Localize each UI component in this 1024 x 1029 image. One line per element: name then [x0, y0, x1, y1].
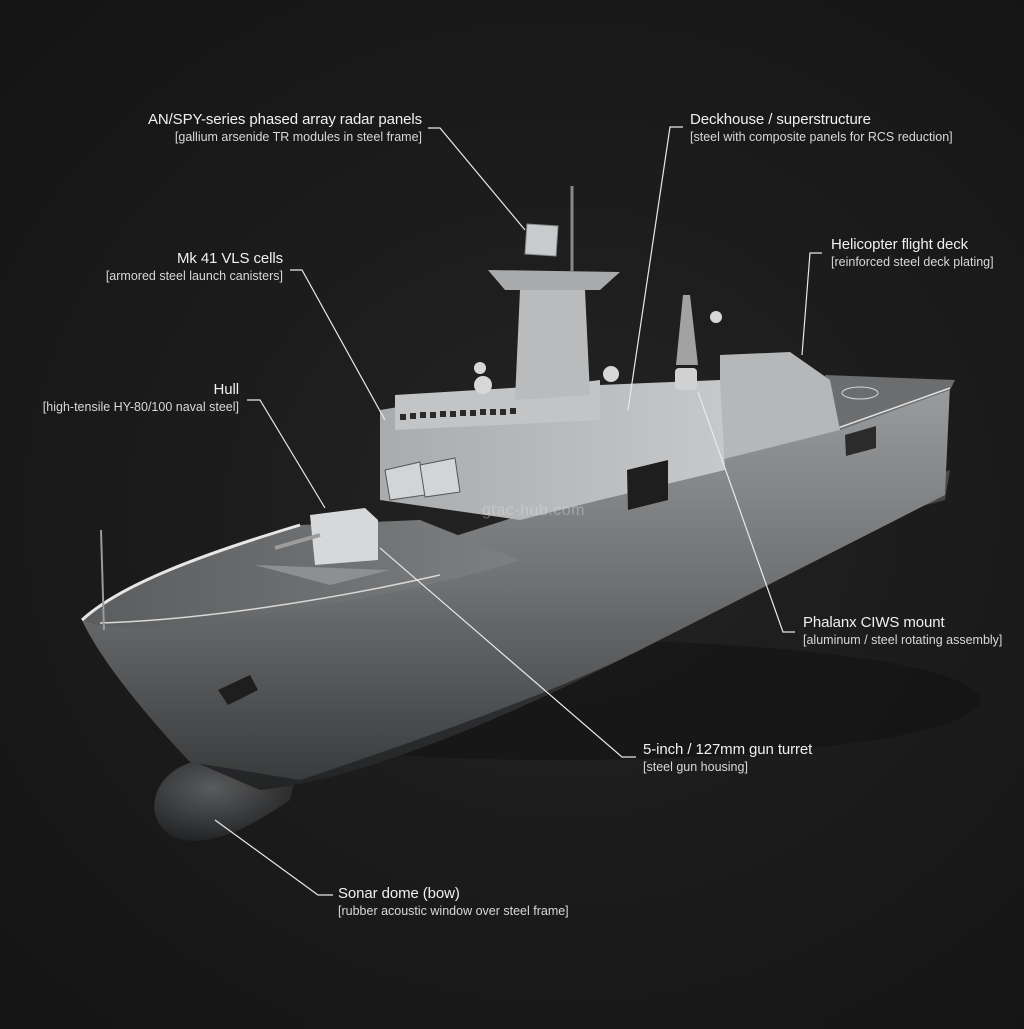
radome-group [474, 311, 722, 394]
callout-radar: AN/SPY-series phased array radar panels … [148, 111, 422, 145]
callout-title: Sonar dome (bow) [338, 885, 460, 902]
leader-sonar [214, 819, 333, 896]
hull-side [82, 385, 950, 780]
callout-gun: 5-inch / 127mm gun turret [steel gun hou… [643, 741, 812, 775]
callout-material: [steel gun housing] [643, 760, 748, 775]
callout-material: [rubber acoustic window over steel frame… [338, 904, 569, 919]
leader-deckhouse [627, 126, 683, 411]
aft-mast [676, 295, 698, 365]
boat-bay-opening [627, 460, 668, 510]
callout-title: 5-inch / 127mm gun turret [643, 741, 813, 758]
callout-title: Phalanx CIWS mount [803, 614, 945, 631]
bow-jackstaff [100, 529, 105, 631]
hangar [720, 352, 840, 460]
callout-title: Deckhouse / superstructure [690, 111, 871, 128]
callout-material: [armored steel launch canisters] [105, 269, 283, 284]
callout-material: [steel with composite panels for RCS red… [690, 130, 953, 145]
callout-material: [aluminum / steel rotating assembly] [803, 633, 1003, 648]
leader-gun [379, 547, 636, 758]
bridge-windows [400, 408, 516, 420]
vls-launcher-cells [384, 457, 461, 501]
callout-sonar: Sonar dome (bow) [rubber acoustic window… [338, 885, 569, 919]
callout-material: [high-tensile HY-80/100 naval steel] [42, 400, 239, 415]
bow-bulwark-edge [80, 523, 301, 622]
helicopter-deck [825, 375, 955, 430]
deck-edge [99, 574, 441, 624]
mast-tower [515, 290, 590, 400]
gun-turret [255, 508, 390, 585]
callout-hull: Hull [high-tensile HY-80/100 naval steel… [43, 381, 239, 415]
stern-opening [845, 426, 876, 456]
helideck-edge-marking [837, 387, 951, 429]
ciws-mount [675, 368, 697, 390]
leader-vls [290, 269, 386, 421]
helideck-circle-marking [841, 386, 879, 400]
callout-helideck: Helicopter flight deck [reinforced steel… [831, 236, 994, 270]
callout-title: Helicopter flight deck [831, 236, 969, 253]
callout-title: AN/SPY-series phased array radar panels [147, 111, 422, 128]
leader-ciws [697, 391, 795, 633]
radar-array-panel [524, 223, 559, 257]
leader-hull [247, 399, 326, 509]
callout-ciws: Phalanx CIWS mount [aluminum / steel rot… [803, 614, 1002, 648]
callout-title: Mk 41 VLS cells [176, 250, 283, 267]
leader-helideck [801, 252, 822, 356]
callout-material: [reinforced steel deck plating] [831, 255, 994, 270]
anchor-hawse [218, 675, 258, 705]
watermark: gtac-hub.com [482, 502, 585, 519]
leader-radar [428, 127, 526, 231]
callout-title: Hull [213, 381, 240, 398]
mast-yardarm [488, 270, 620, 290]
callout-deckhouse: Deckhouse / superstructure [steel with c… [690, 111, 953, 145]
callout-material: [gallium arsenide TR modules in steel fr… [174, 130, 422, 145]
leader-lines [214, 126, 822, 896]
callout-vls: Mk 41 VLS cells [armored steel launch ca… [106, 250, 283, 284]
